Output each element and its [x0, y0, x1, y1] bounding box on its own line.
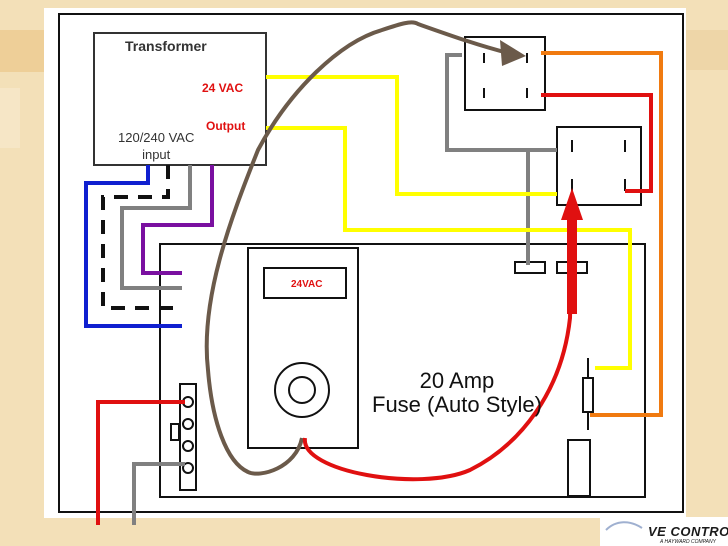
background-tile [686, 30, 728, 70]
brand-tagline: A HAYWARD COMPANY [660, 539, 716, 545]
wire-blue [84, 165, 182, 328]
background-tile [0, 30, 44, 72]
transformer-box [93, 32, 267, 166]
brand-logo [600, 517, 728, 546]
wire-purple [141, 165, 214, 275]
relay-top-pins [483, 53, 528, 98]
background-tile [0, 88, 20, 148]
controller-enclosure [159, 243, 646, 498]
multimeter-display [263, 267, 347, 299]
probe-lead-red-shaft [567, 218, 577, 314]
probe-lead-red-arrowhead [561, 188, 583, 220]
primary-input-line2: input [142, 147, 171, 162]
fuse-label-line2: Fuse (Auto Style) [372, 392, 542, 417]
wire-yellow [266, 75, 632, 370]
meter-reading: 24VAC [291, 279, 323, 290]
wire-black-dashed [101, 165, 182, 310]
inline-fuse [582, 377, 594, 413]
jumper [170, 423, 180, 441]
secondary-output-label: Output [206, 119, 246, 133]
fuse-block [567, 439, 591, 497]
terminal-screws [182, 396, 194, 474]
fuse-label: 20 Amp Fuse (Auto Style) [372, 369, 542, 417]
multimeter-dial-inner [288, 376, 316, 404]
diagram-border [58, 13, 684, 513]
primary-input-line1: 120/240 VAC [118, 130, 195, 145]
brand-name: VE CONTROLS [648, 524, 728, 539]
relay-bottom [556, 126, 642, 206]
transformer-label: Transformer [125, 38, 207, 54]
probe-lead-black [204, 20, 513, 476]
probe-lead-black-tip [500, 40, 526, 66]
wire-red [96, 93, 653, 525]
secondary-voltage-label: 24 VAC [202, 81, 244, 95]
wire-orange [541, 51, 663, 417]
wire-gray [120, 53, 557, 525]
primary-input-label: 120/240 VAC input [118, 129, 194, 163]
relay-top [464, 36, 546, 111]
probe-lead-red [302, 237, 574, 482]
fuse-label-line1: 20 Amp [419, 368, 495, 393]
